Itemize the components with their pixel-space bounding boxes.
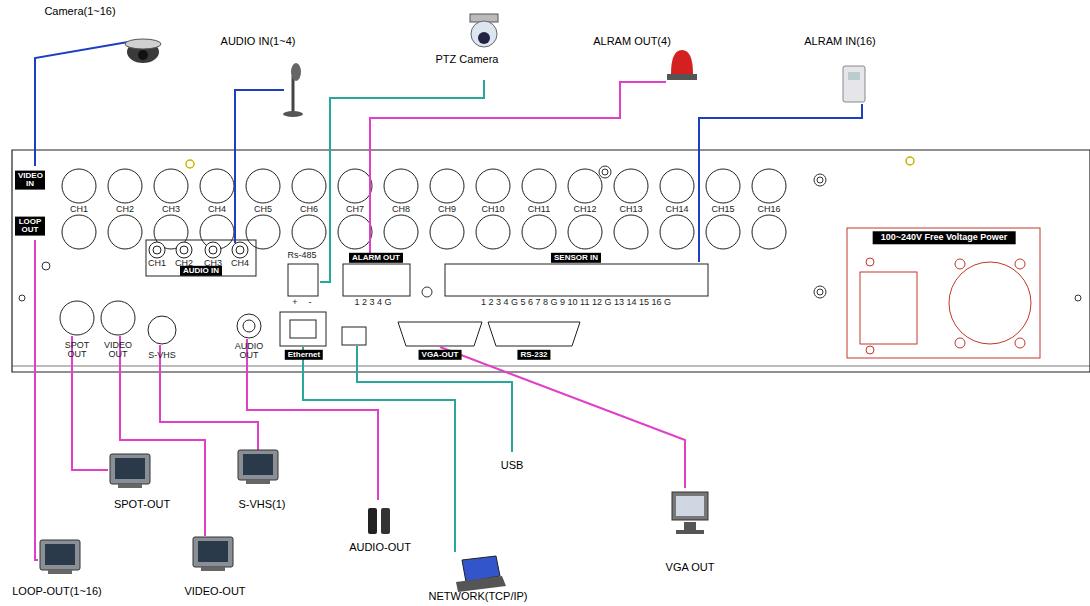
device-label: NETWORK(TCP/IP) [429, 591, 528, 603]
bnc-connector [706, 169, 740, 203]
bnc-connector [476, 215, 510, 249]
device-label: AUDIO IN(1~4) [221, 36, 296, 48]
channel-label: CH11 [528, 205, 550, 214]
channel-label: CH12 [573, 205, 596, 214]
bnc-connector [154, 169, 188, 203]
device-label: S-VHS(1) [238, 499, 285, 511]
port-label: Ethernet [285, 350, 323, 360]
bnc-connector [338, 215, 372, 249]
channel-label: CH8 [392, 205, 410, 214]
bnc-connector [660, 215, 694, 249]
bnc-connector [430, 215, 464, 249]
port-label: VIDEO IN [15, 171, 45, 190]
pin-label: - [309, 298, 312, 307]
port-label: AUDIO OUT [234, 342, 264, 361]
channel-label: CH4 [208, 205, 226, 214]
bnc-connector [108, 215, 142, 249]
bnc-connector [706, 215, 740, 249]
bnc-connector [522, 169, 556, 203]
bnc-connector [614, 215, 648, 249]
port-label: VGA-OUT [419, 350, 462, 360]
bnc-connector [614, 169, 648, 203]
channel-label: CH13 [619, 205, 642, 214]
device-label: PTZ Camera [436, 54, 499, 66]
pin-label: 1 2 3 4 G 5 6 7 8 G 9 10 11 12 G 13 14 1… [481, 298, 671, 307]
channel-label: CH16 [757, 205, 780, 214]
device-label: LOOP-OUT(1~16) [12, 586, 102, 598]
channel-label: CH10 [481, 205, 504, 214]
channel-label: CH15 [711, 205, 734, 214]
channel-label: CH9 [438, 205, 456, 214]
device-label: SPOT-OUT [114, 499, 170, 511]
device-label: AUDIO-OUT [349, 542, 411, 554]
pin-label: + [292, 298, 297, 307]
device-label: VGA OUT [666, 562, 715, 574]
bnc-connector [292, 169, 326, 203]
bnc-connector [62, 169, 96, 203]
bnc-connector [430, 169, 464, 203]
bnc-connector [200, 169, 234, 203]
bnc-connector [62, 215, 96, 249]
device-label: USB [501, 460, 524, 472]
port-label: ALARM OUT [349, 253, 403, 263]
port-label: AUDIO IN [180, 266, 222, 276]
device-label: VIDEO-OUT [184, 586, 245, 598]
bnc-connector [568, 169, 602, 203]
bnc-connector [384, 215, 418, 249]
port-label: VIDEO OUT [103, 341, 133, 360]
channel-label: CH5 [254, 205, 272, 214]
device-label: ALRAM OUT(4) [593, 36, 671, 48]
bnc-connector [384, 169, 418, 203]
port-label: Rs-485 [287, 251, 316, 260]
bnc-connector [752, 215, 786, 249]
bnc-connector [752, 169, 786, 203]
bnc-connector [476, 169, 510, 203]
bnc-connector [246, 215, 280, 249]
channel-label: CH14 [665, 205, 688, 214]
bnc-connector [108, 169, 142, 203]
device-label: ALRAM IN(16) [804, 36, 876, 48]
bnc-connector [568, 215, 602, 249]
channel-label: CH2 [116, 205, 134, 214]
device-label: Camera(1~16) [44, 6, 115, 18]
channel-label: CH1 [70, 205, 88, 214]
bnc-connector [660, 169, 694, 203]
channel-label: CH6 [300, 205, 318, 214]
bnc-connector [338, 169, 372, 203]
channel-label: CH1 [148, 259, 166, 268]
port-label: S-VHS [148, 351, 176, 360]
port-label: SENSOR IN [551, 253, 601, 263]
channel-label: CH7 [346, 205, 364, 214]
port-label: RS-232 [517, 350, 550, 360]
bnc-connector [246, 169, 280, 203]
pin-label: 1 2 3 4 G [354, 298, 391, 307]
port-label: LOOP OUT [15, 217, 45, 236]
channel-label: CH4 [231, 259, 249, 268]
bnc-connector [292, 215, 326, 249]
port-label: SPOT OUT [62, 341, 92, 360]
power-label: 100~240V Free Voltage Power [873, 231, 1016, 244]
bnc-connector [522, 215, 556, 249]
channel-label: CH3 [162, 205, 180, 214]
